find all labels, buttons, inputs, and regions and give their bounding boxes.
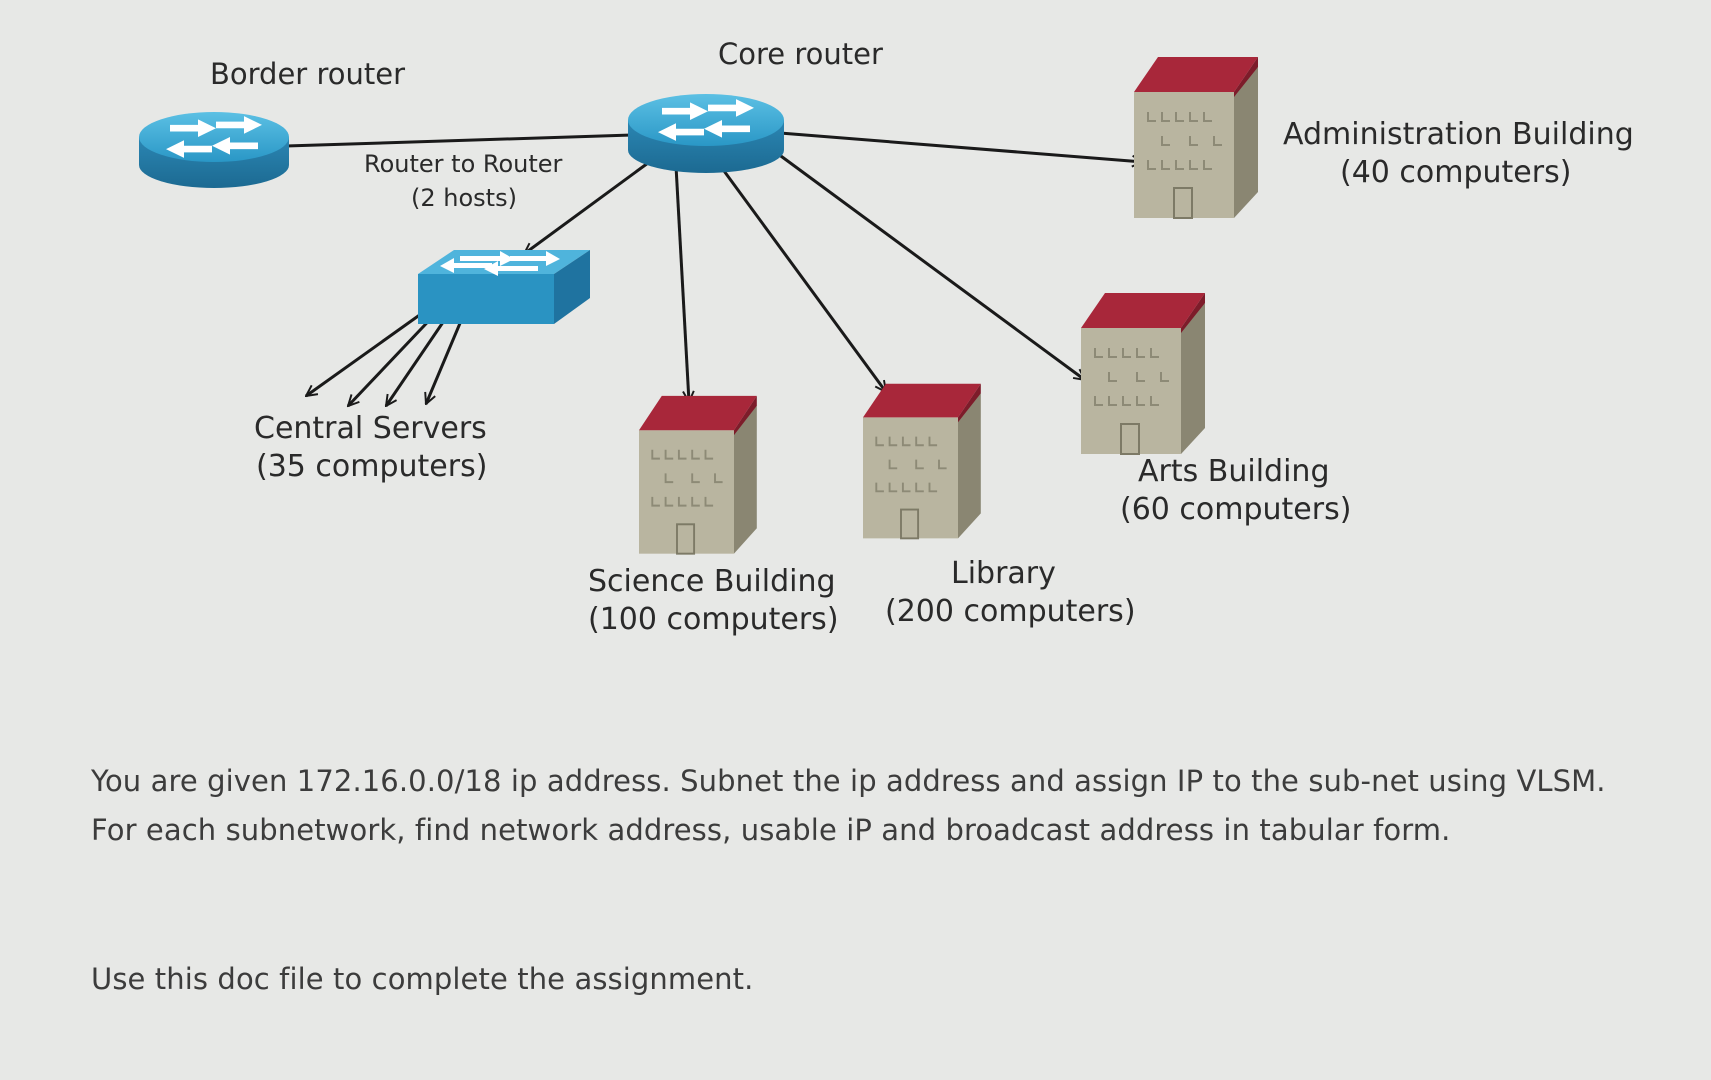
border-router-icon: [139, 112, 289, 188]
edge-switch-to-server-1: [306, 307, 429, 396]
edge-core-to-library: [714, 159, 886, 392]
arts-building-count: (60 computers): [1120, 492, 1351, 527]
central-servers-count: (35 computers): [256, 449, 487, 484]
core-router-icon: [628, 94, 784, 173]
router-link-hosts: (2 hosts): [411, 184, 517, 212]
library-icon: [862, 382, 982, 540]
switch-icon: [418, 250, 590, 324]
administration-building-icon: [1133, 56, 1259, 219]
library-count: (200 computers): [885, 594, 1136, 629]
administration-building-count: (40 computers): [1340, 155, 1571, 190]
edge-switch-to-server-3: [384, 308, 454, 406]
assignment-note: Use this doc file to complete the assign…: [91, 962, 754, 996]
instruction-line-1: You are given 172.16.0.0/18 ip address. …: [91, 764, 1606, 798]
science-building-icon: [638, 394, 758, 555]
core-router-label: Core router: [718, 37, 883, 71]
edge-switch-to-server-4: [426, 308, 468, 404]
arts-building-label: Arts Building: [1138, 454, 1329, 489]
edge-core-to-arts: [769, 146, 1085, 380]
arts-building-icon: [1080, 292, 1206, 455]
library-label: Library: [951, 556, 1056, 591]
edges: [285, 131, 1143, 406]
science-building-count: (100 computers): [588, 602, 839, 637]
assignment-instructions: You are given 172.16.0.0/18 ip address. …: [91, 757, 1671, 855]
edge-core-to-admin: [779, 131, 1143, 162]
edge-core-to-science: [674, 165, 689, 402]
instruction-line-2: For each subnetwork, find network addres…: [91, 813, 1451, 847]
edge-switch-to-server-2: [348, 307, 442, 406]
central-servers-label: Central Servers: [254, 411, 487, 446]
router-link-label: Router to Router: [364, 150, 563, 178]
network-diagram: Border router Core router Router to Rout…: [139, 37, 1634, 637]
edge-border-to-core: [285, 133, 633, 148]
administration-building-label: Administration Building: [1283, 117, 1634, 152]
science-building-label: Science Building: [588, 564, 836, 599]
border-router-label: Border router: [210, 57, 405, 91]
edge-core-to-switch: [524, 161, 649, 254]
